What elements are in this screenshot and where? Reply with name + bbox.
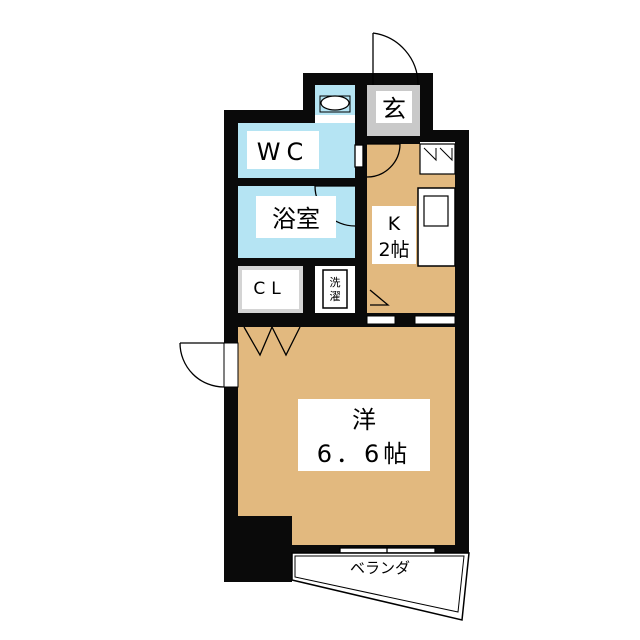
label-bath: 浴室 — [272, 205, 320, 233]
partition-window-right — [414, 315, 456, 325]
label-western-name: 洋 — [352, 406, 376, 434]
label-laundry-bottom: 濯 — [330, 290, 341, 303]
label-entrance: 玄 — [382, 95, 406, 123]
label-balcony: ベランダ — [350, 559, 410, 577]
label-western-size: 6．6帖 — [317, 440, 412, 468]
shoe-cabinet — [419, 143, 456, 175]
label-laundry-top: 洗 — [330, 276, 341, 289]
partition-window-left — [366, 315, 396, 325]
label-kitchen-name: K — [388, 213, 401, 235]
west-window — [223, 342, 239, 388]
sink-counter — [319, 95, 351, 113]
label-closet: CL — [253, 279, 286, 299]
cabinet-doors-icon — [423, 147, 453, 162]
labels: 玄 WC 浴室 CL 洗 濯 K 2帖 洋 6．6帖 ベランダ — [247, 91, 430, 577]
balcony-outline — [291, 552, 470, 621]
walls — [224, 73, 469, 582]
label-wc: WC — [257, 138, 310, 166]
kitchen-sink-icon — [423, 195, 449, 227]
laundry-machine-icon — [322, 269, 348, 309]
closet-inner — [242, 270, 299, 309]
balcony-inner — [294, 555, 465, 613]
western-room-lower — [292, 516, 455, 545]
sink-basin-icon — [320, 95, 350, 111]
label-kitchen-size: 2帖 — [378, 239, 409, 261]
